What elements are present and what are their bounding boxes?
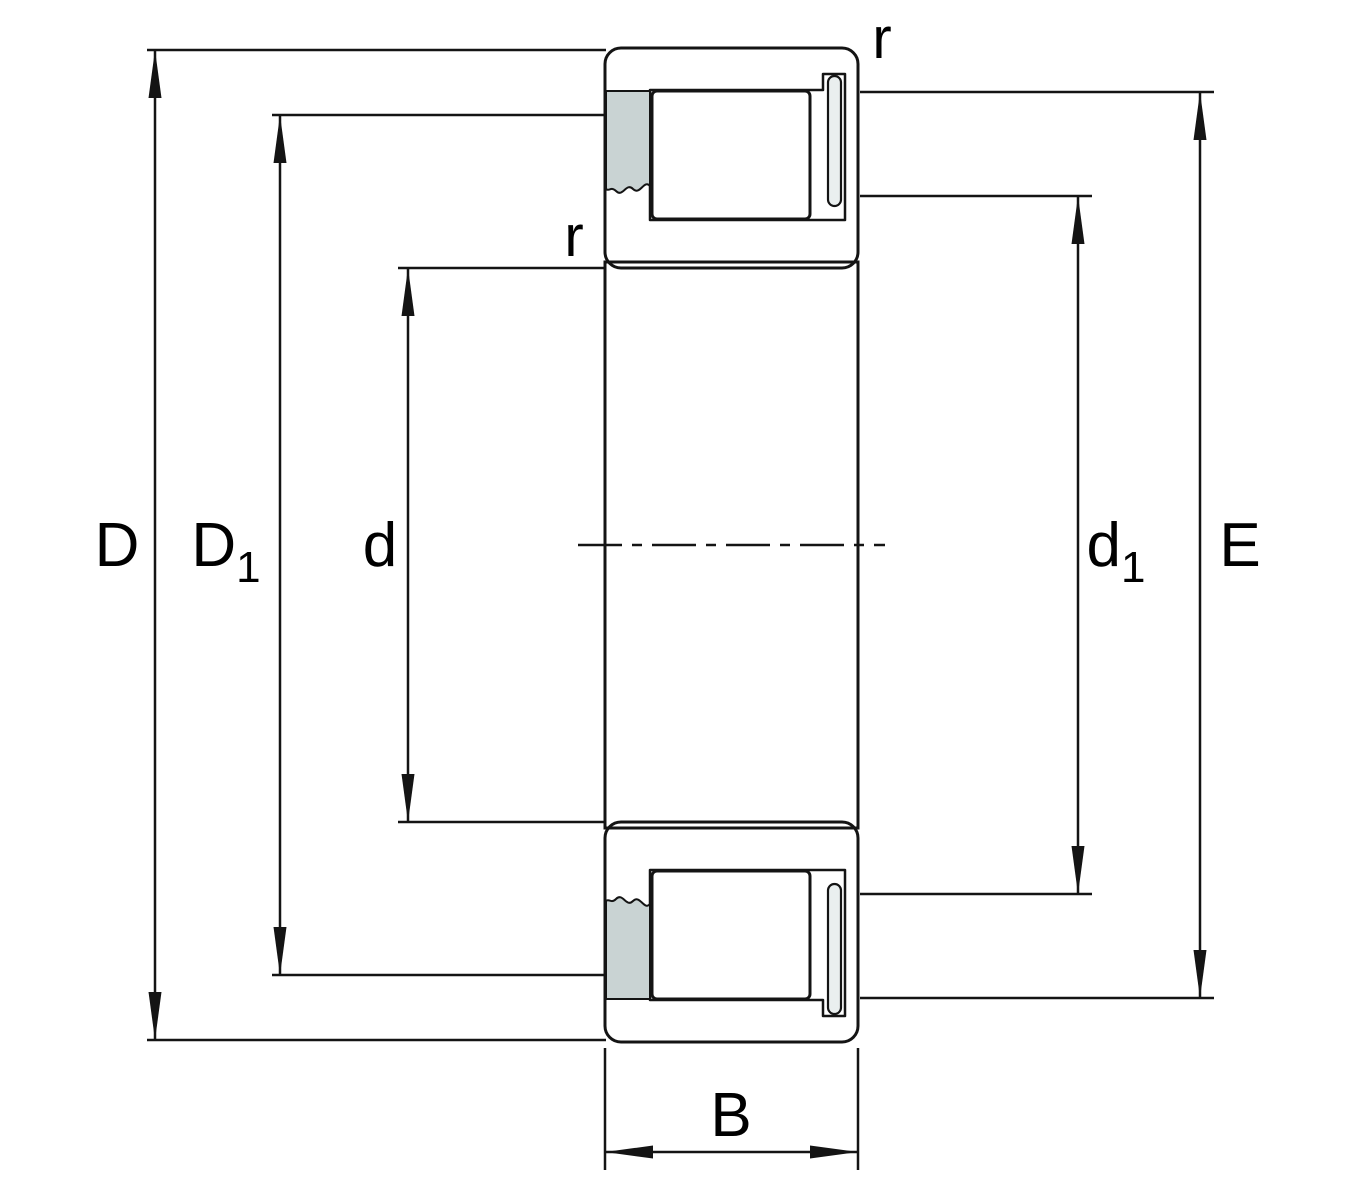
label-bore-diameter: d (363, 511, 397, 580)
dimension-d1: d1 (860, 194, 1146, 896)
dimension-D: D (95, 48, 606, 1042)
label-D1: D1 (191, 511, 260, 592)
dimension-E: E (860, 90, 1261, 1000)
label-fillet-radius-outer: r (872, 6, 891, 71)
label-width: B (710, 1081, 751, 1150)
label-D1-sub: 1 (236, 543, 260, 592)
label-d1: d1 (1087, 511, 1146, 592)
label-d1-sub: 1 (1121, 543, 1145, 592)
dimension-D1: D1 (191, 113, 604, 977)
label-fillet-radius-inner: r (564, 204, 583, 269)
label-raceway-diameter: E (1219, 511, 1260, 580)
label-D1-base: D (191, 511, 236, 580)
dimension-B: B (603, 1048, 860, 1170)
label-outside-diameter: D (95, 511, 140, 580)
bearing-lower-half (603, 820, 860, 1044)
label-d1-base: d (1087, 511, 1121, 580)
bearing-upper-half (603, 46, 860, 270)
dimension-d: d (363, 266, 604, 824)
